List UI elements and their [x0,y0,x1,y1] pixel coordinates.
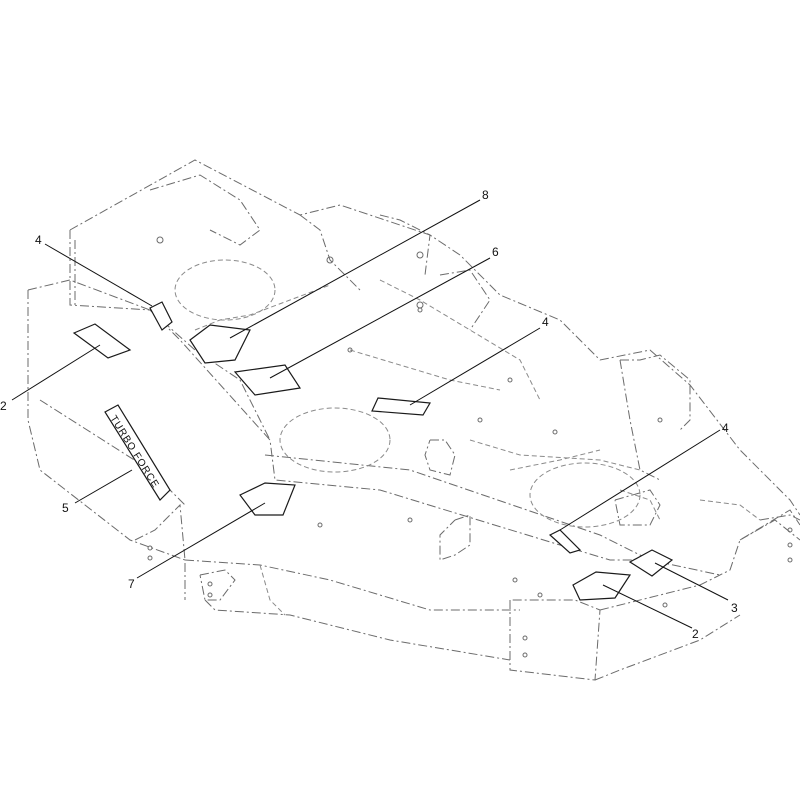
leader-lines [11,199,729,629]
callout-8: 8 [482,188,489,202]
callout-2-right: 2 [692,627,699,641]
callout-4-center: 4 [542,315,549,329]
callout-5: 5 [62,501,69,515]
leader-4a [44,243,153,307]
callout-4-right: 4 [722,421,729,435]
callout-7: 7 [128,577,135,591]
decal-4-left-strip [149,301,173,331]
decal-4-center [371,397,431,416]
leader-6 [269,257,491,379]
callout-6: 6 [492,245,499,259]
leader-4c [559,429,721,531]
spindle-openings [147,236,793,658]
decal-5-turbo-force [104,404,171,501]
decal-2-right [572,571,632,601]
callout-4-top-left: 4 [35,233,42,247]
mower-deck-outline [27,159,800,681]
leader-2a [11,344,101,401]
leader-3 [654,562,729,601]
leader-4b [409,327,541,406]
leader-2b [602,584,693,629]
decal-2-left [72,323,132,359]
callout-3: 3 [731,601,738,615]
leader-7 [136,502,266,579]
decal-7 [239,482,296,516]
decal-8 [189,324,251,364]
decal-3 [628,549,674,577]
callout-2-left: 2 [0,399,7,413]
leader-8 [229,199,481,339]
callout-numbers: 4 8 6 4 4 2 5 7 3 2 [0,188,738,641]
decal-4-right-strip [548,529,582,554]
decal-6 [233,364,302,396]
decals: TURBO FORCE [72,301,674,601]
leader-5 [74,469,133,504]
